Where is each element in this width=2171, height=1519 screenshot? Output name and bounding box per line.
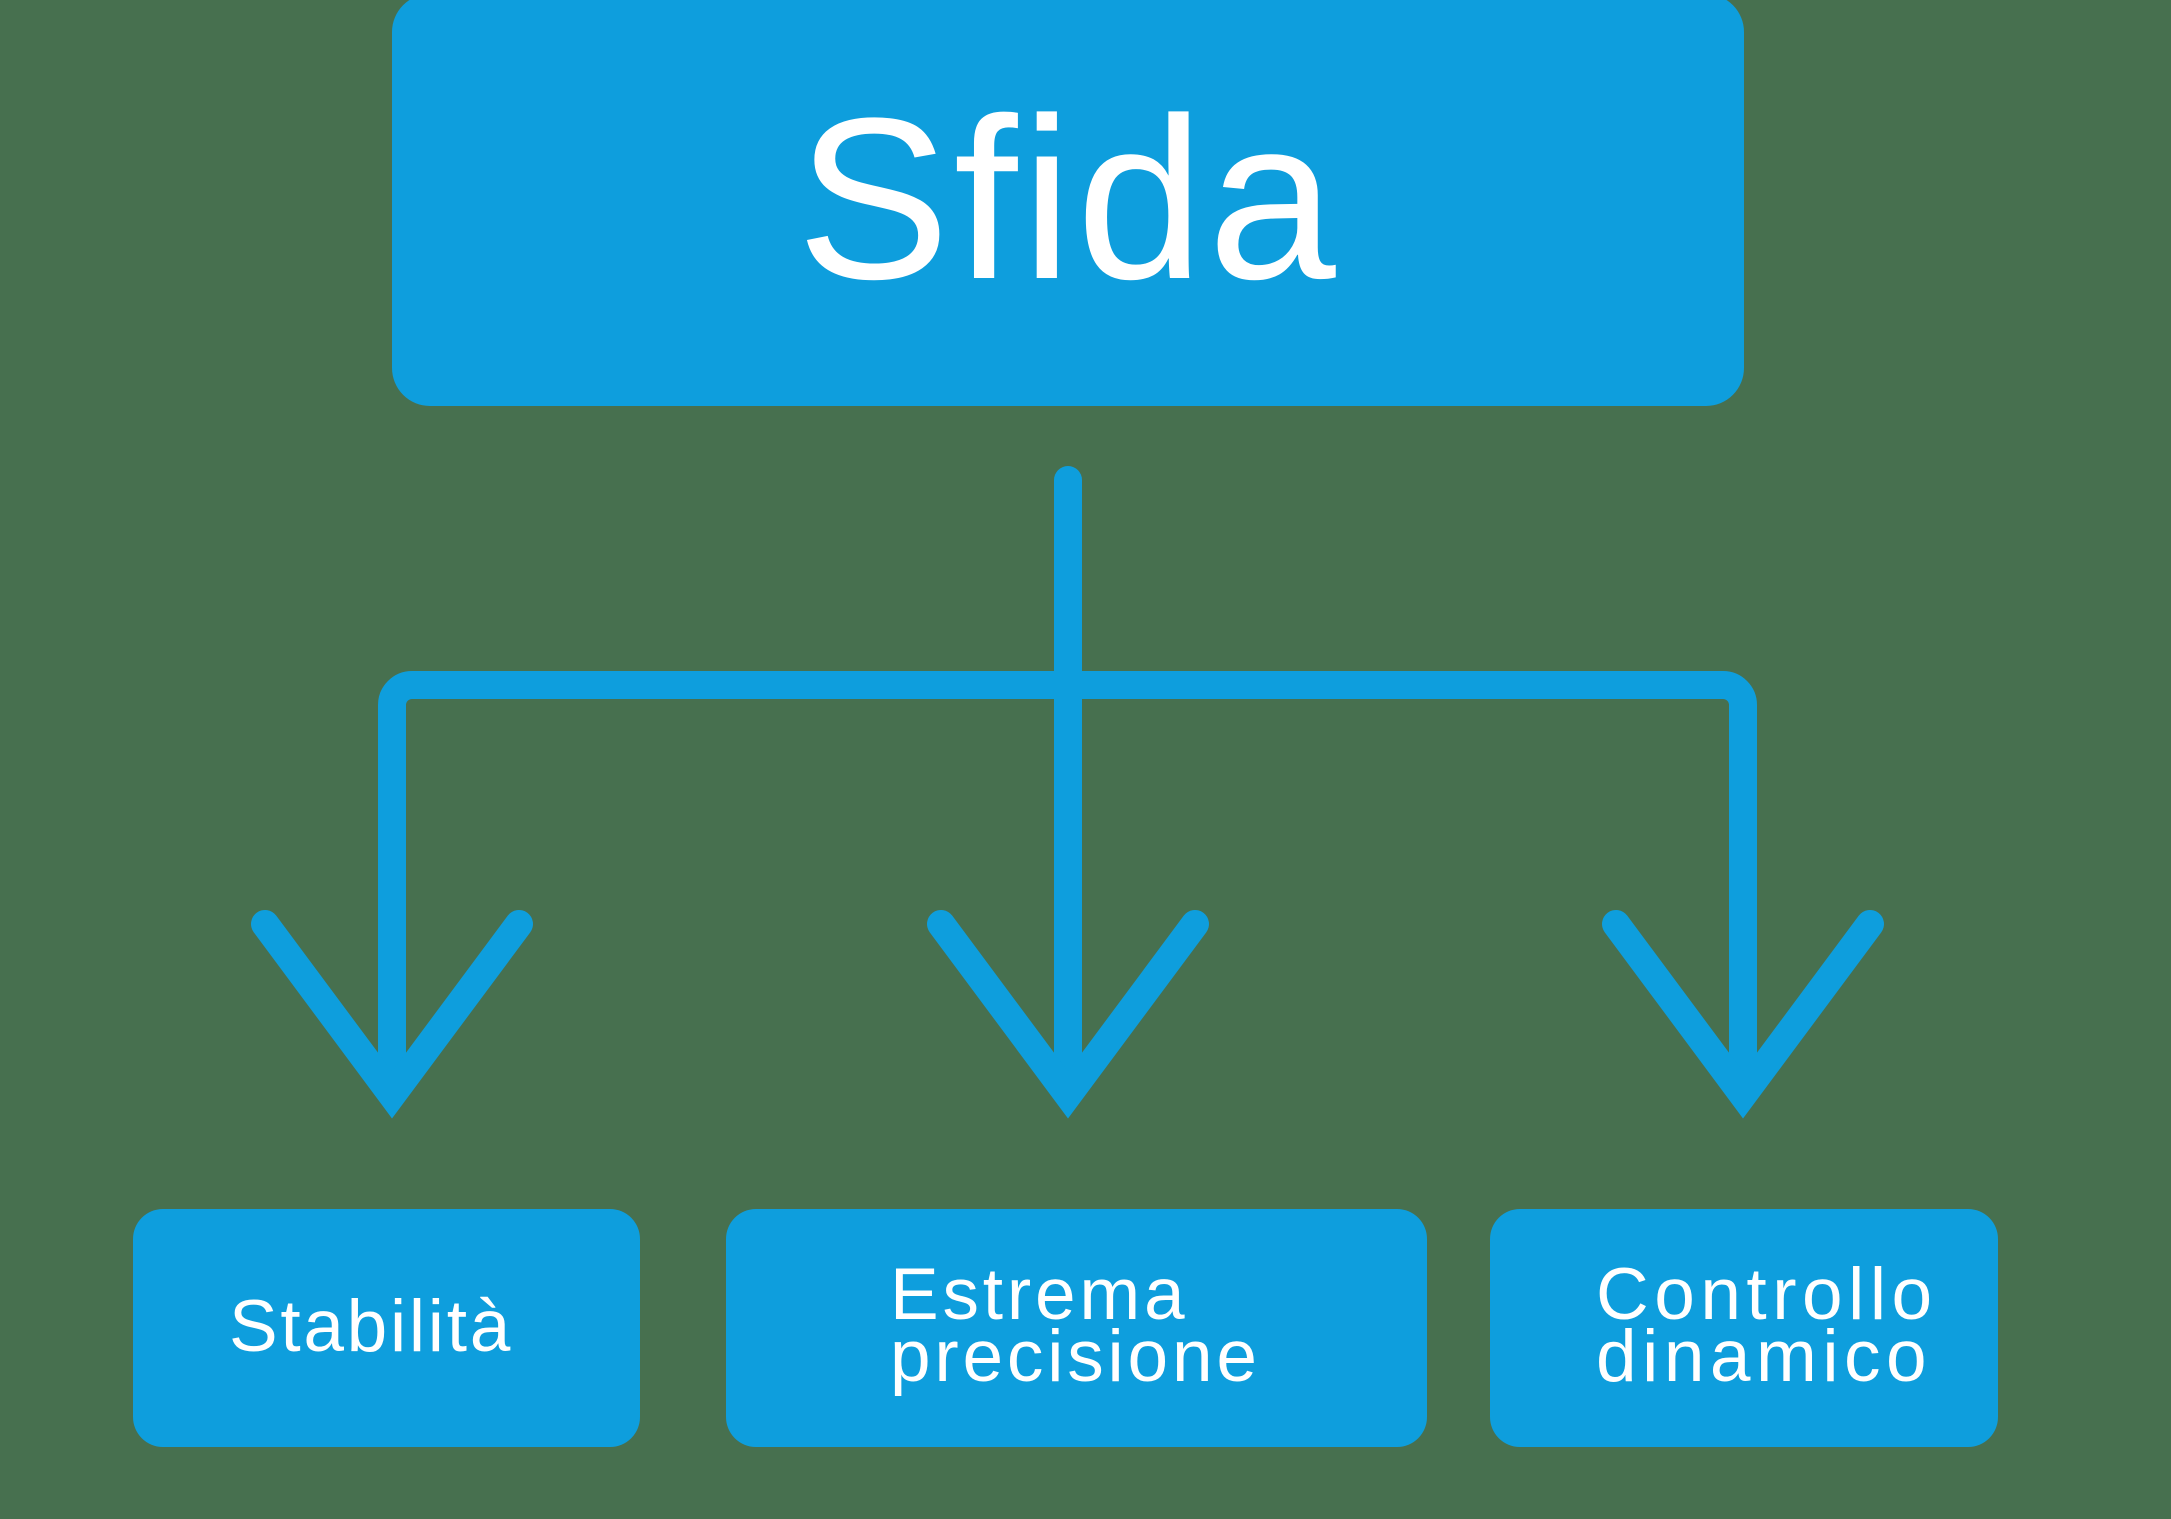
svg-text:Estrema: Estrema [890, 1254, 1188, 1335]
svg-text:dinamico: dinamico [1596, 1316, 1932, 1397]
svg-text:Controllo: Controllo [1596, 1254, 1938, 1335]
svg-text:Stabilità: Stabilità [229, 1286, 513, 1367]
svg-text:precisione: precisione [890, 1316, 1261, 1397]
svg-text:Sfida: Sfida [797, 70, 1340, 327]
